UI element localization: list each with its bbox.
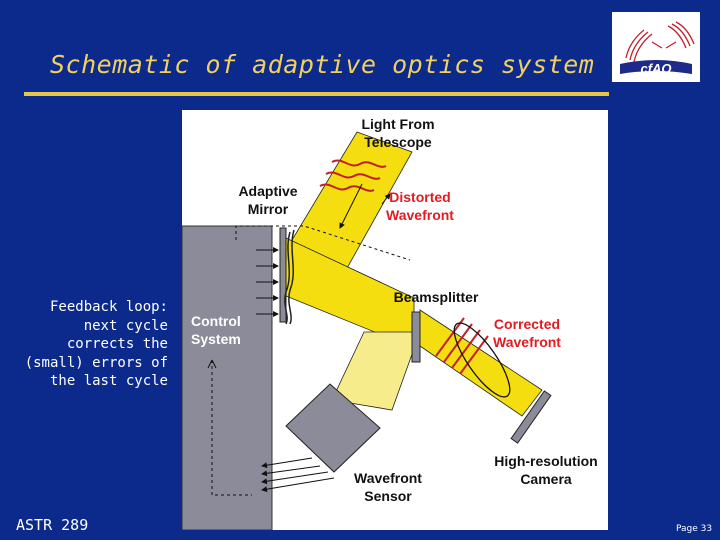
feedback-loop-note: Feedback loop: next cycle corrects the (… (0, 298, 168, 391)
label-distorted-wavefront: Wavefront (386, 207, 454, 223)
label-high-resolution: High-resolution (494, 453, 597, 469)
wavefront-sensor-box (285, 383, 381, 473)
label-pointers (339, 183, 391, 229)
course-label: ASTR 289 (16, 516, 89, 534)
distorted-wavefront-lines (319, 159, 387, 192)
corrected-wavefront-lines (435, 317, 489, 375)
note-line: Feedback loop: (49, 299, 168, 315)
feedback-arrow-icon (207, 359, 217, 369)
cfao-logo-icon: cfAO (612, 12, 700, 82)
ao-schematic-diagram: Light From Telescope Adaptive Mirror Dis… (182, 110, 608, 530)
label-sensor: Sensor (364, 488, 412, 504)
label-system: System (191, 331, 241, 347)
logo-graphic: cfAO (620, 21, 695, 76)
label-control: Control (191, 313, 241, 329)
ao-schematic-svg: Light From Telescope Adaptive Mirror Dis… (182, 116, 598, 530)
note-line: the last cycle (49, 373, 168, 389)
label-corrected: Corrected (494, 316, 560, 332)
label-corrected-wavefront: Wavefront (493, 334, 561, 350)
logo-text: cfAO (640, 61, 671, 76)
label-adaptive: Adaptive (238, 183, 297, 199)
label-mirror: Mirror (248, 201, 289, 217)
label-distorted: Distorted (389, 189, 450, 205)
slide-title: Schematic of adaptive optics system (50, 50, 595, 79)
actuator-arrows (256, 247, 279, 317)
beamsplitter-plate (411, 311, 421, 363)
label-telescope: Telescope (364, 134, 432, 150)
label-light-from: Light From (361, 116, 434, 132)
note-line: (small) errors of (24, 354, 168, 371)
sensor-signal-arrows (261, 457, 335, 493)
page-number: Page 33 (676, 524, 713, 534)
note-line: corrects the (66, 336, 168, 352)
control-system-box (182, 225, 273, 530)
title-underline (24, 92, 609, 96)
label-camera: Camera (520, 471, 572, 487)
label-wavefront: Wavefront (354, 470, 422, 486)
high-resolution-camera (510, 390, 552, 444)
adaptive-mirror (279, 227, 295, 325)
focusing-lens (453, 322, 511, 398)
sensor-beam (331, 331, 421, 411)
feedback-loop-line (211, 360, 252, 496)
logo-wave (620, 60, 692, 74)
label-beamsplitter: Beamsplitter (394, 289, 479, 305)
note-line: next cycle (83, 317, 168, 334)
mirror-dashed-line (235, 225, 411, 261)
